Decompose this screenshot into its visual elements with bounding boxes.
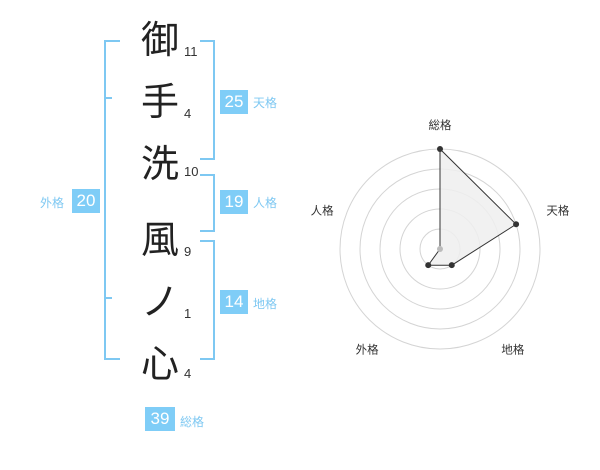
chikaku-badge: 14 xyxy=(220,290,248,314)
gaikaku-badge: 20 xyxy=(72,189,100,213)
radar-point-2 xyxy=(513,221,520,228)
stroke-count-3: 10 xyxy=(184,164,199,179)
radar-point-4 xyxy=(425,262,432,269)
stroke-count-1: 11 xyxy=(184,44,198,59)
chikaku-label: 地格 xyxy=(253,297,278,311)
radar-point-3 xyxy=(448,262,455,269)
gaikaku-label: 外格 xyxy=(40,196,65,210)
radar-axis-label-4: 外格 xyxy=(356,342,379,356)
stroke-count-4: 9 xyxy=(184,244,192,259)
radar-axis-label-1: 総格 xyxy=(429,118,452,132)
radar-area xyxy=(427,147,517,266)
name-char-3: 洗 xyxy=(140,142,179,186)
stroke-count-5: 1 xyxy=(184,306,192,321)
jinkaku-badge: 19 xyxy=(220,190,248,214)
jinkaku-label: 人格 xyxy=(253,196,278,210)
soukaku-badge: 39 xyxy=(145,407,175,431)
name-char-1: 御 xyxy=(140,18,179,62)
radar-axis-label-2: 天格 xyxy=(546,204,569,218)
name-char-6: 心 xyxy=(140,342,179,386)
radar-point-1 xyxy=(437,146,443,152)
name-char-5: ノ xyxy=(140,280,179,324)
soukaku-label: 総格 xyxy=(180,415,205,429)
radar-axis-label-5: 人格 xyxy=(311,204,334,218)
radar-axis-label-3: 地格 xyxy=(501,342,524,356)
name-char-4: 風 xyxy=(140,218,179,262)
tenkaku-badge: 25 xyxy=(220,90,248,114)
stroke-count-6: 4 xyxy=(184,366,192,381)
stroke-count-2: 4 xyxy=(184,106,192,121)
name-char-2: 手 xyxy=(140,80,179,124)
radar-center-dot xyxy=(437,246,443,252)
tenkaku-label: 天格 xyxy=(253,96,278,110)
